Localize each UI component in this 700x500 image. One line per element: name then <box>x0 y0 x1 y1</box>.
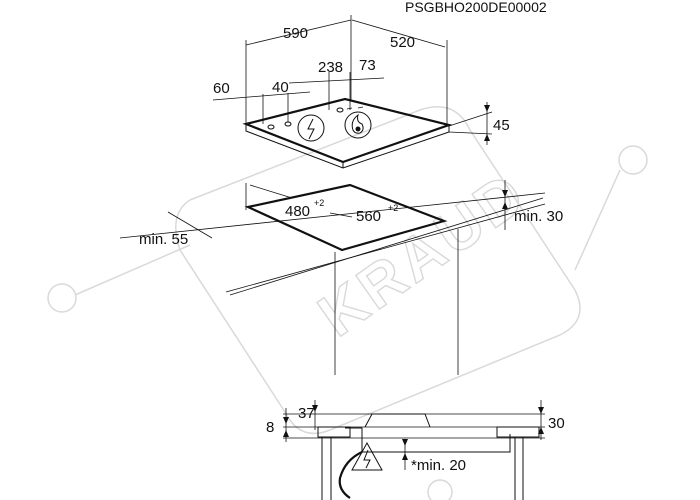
hob-top <box>242 97 453 164</box>
dim-min-30: min. 30 <box>514 208 563 225</box>
cutout <box>244 183 448 252</box>
dim-37: 37 <box>298 405 315 422</box>
dim-min-20: *min. 20 <box>411 457 466 474</box>
dim-45: 45 <box>493 117 510 134</box>
electric-hazard-icon <box>351 441 383 471</box>
watermark: KRAUD <box>47 106 648 500</box>
flame-icon <box>351 113 364 134</box>
dim-73: 73 <box>359 57 376 74</box>
dim-40: 40 <box>272 79 289 96</box>
dim-520: 520 <box>390 34 415 51</box>
watermark-circle-left <box>47 283 77 313</box>
electric-burner <box>297 114 325 142</box>
dim-30: 30 <box>548 415 565 432</box>
watermark-circle-bottom <box>427 479 453 500</box>
lightning-icon <box>307 118 315 140</box>
watermark-circle-right <box>618 145 648 175</box>
dim-480-tol: +2 <box>314 198 324 208</box>
hob-drawing <box>242 97 453 169</box>
dim-590: 590 <box>283 25 308 42</box>
gas-burner <box>344 111 372 139</box>
product-code: PSGBHO200DE00002 <box>405 0 547 15</box>
side-section: 37 8 30 *min. 20 <box>266 400 565 500</box>
dim-60: 60 <box>213 80 230 97</box>
dim-8: 8 <box>266 419 274 436</box>
dim-238: 238 <box>318 59 343 76</box>
top-dimensions: 590 520 238 73 60 40 45 <box>212 15 510 145</box>
worktop-drawing: 480 +2 560 +2 min. 55 min. 30 <box>119 180 563 375</box>
dim-560: 560 <box>356 208 381 225</box>
dim-560-tol: +2 <box>388 203 398 213</box>
dim-480: 480 <box>285 203 310 220</box>
dim-min-55: min. 55 <box>139 231 188 248</box>
